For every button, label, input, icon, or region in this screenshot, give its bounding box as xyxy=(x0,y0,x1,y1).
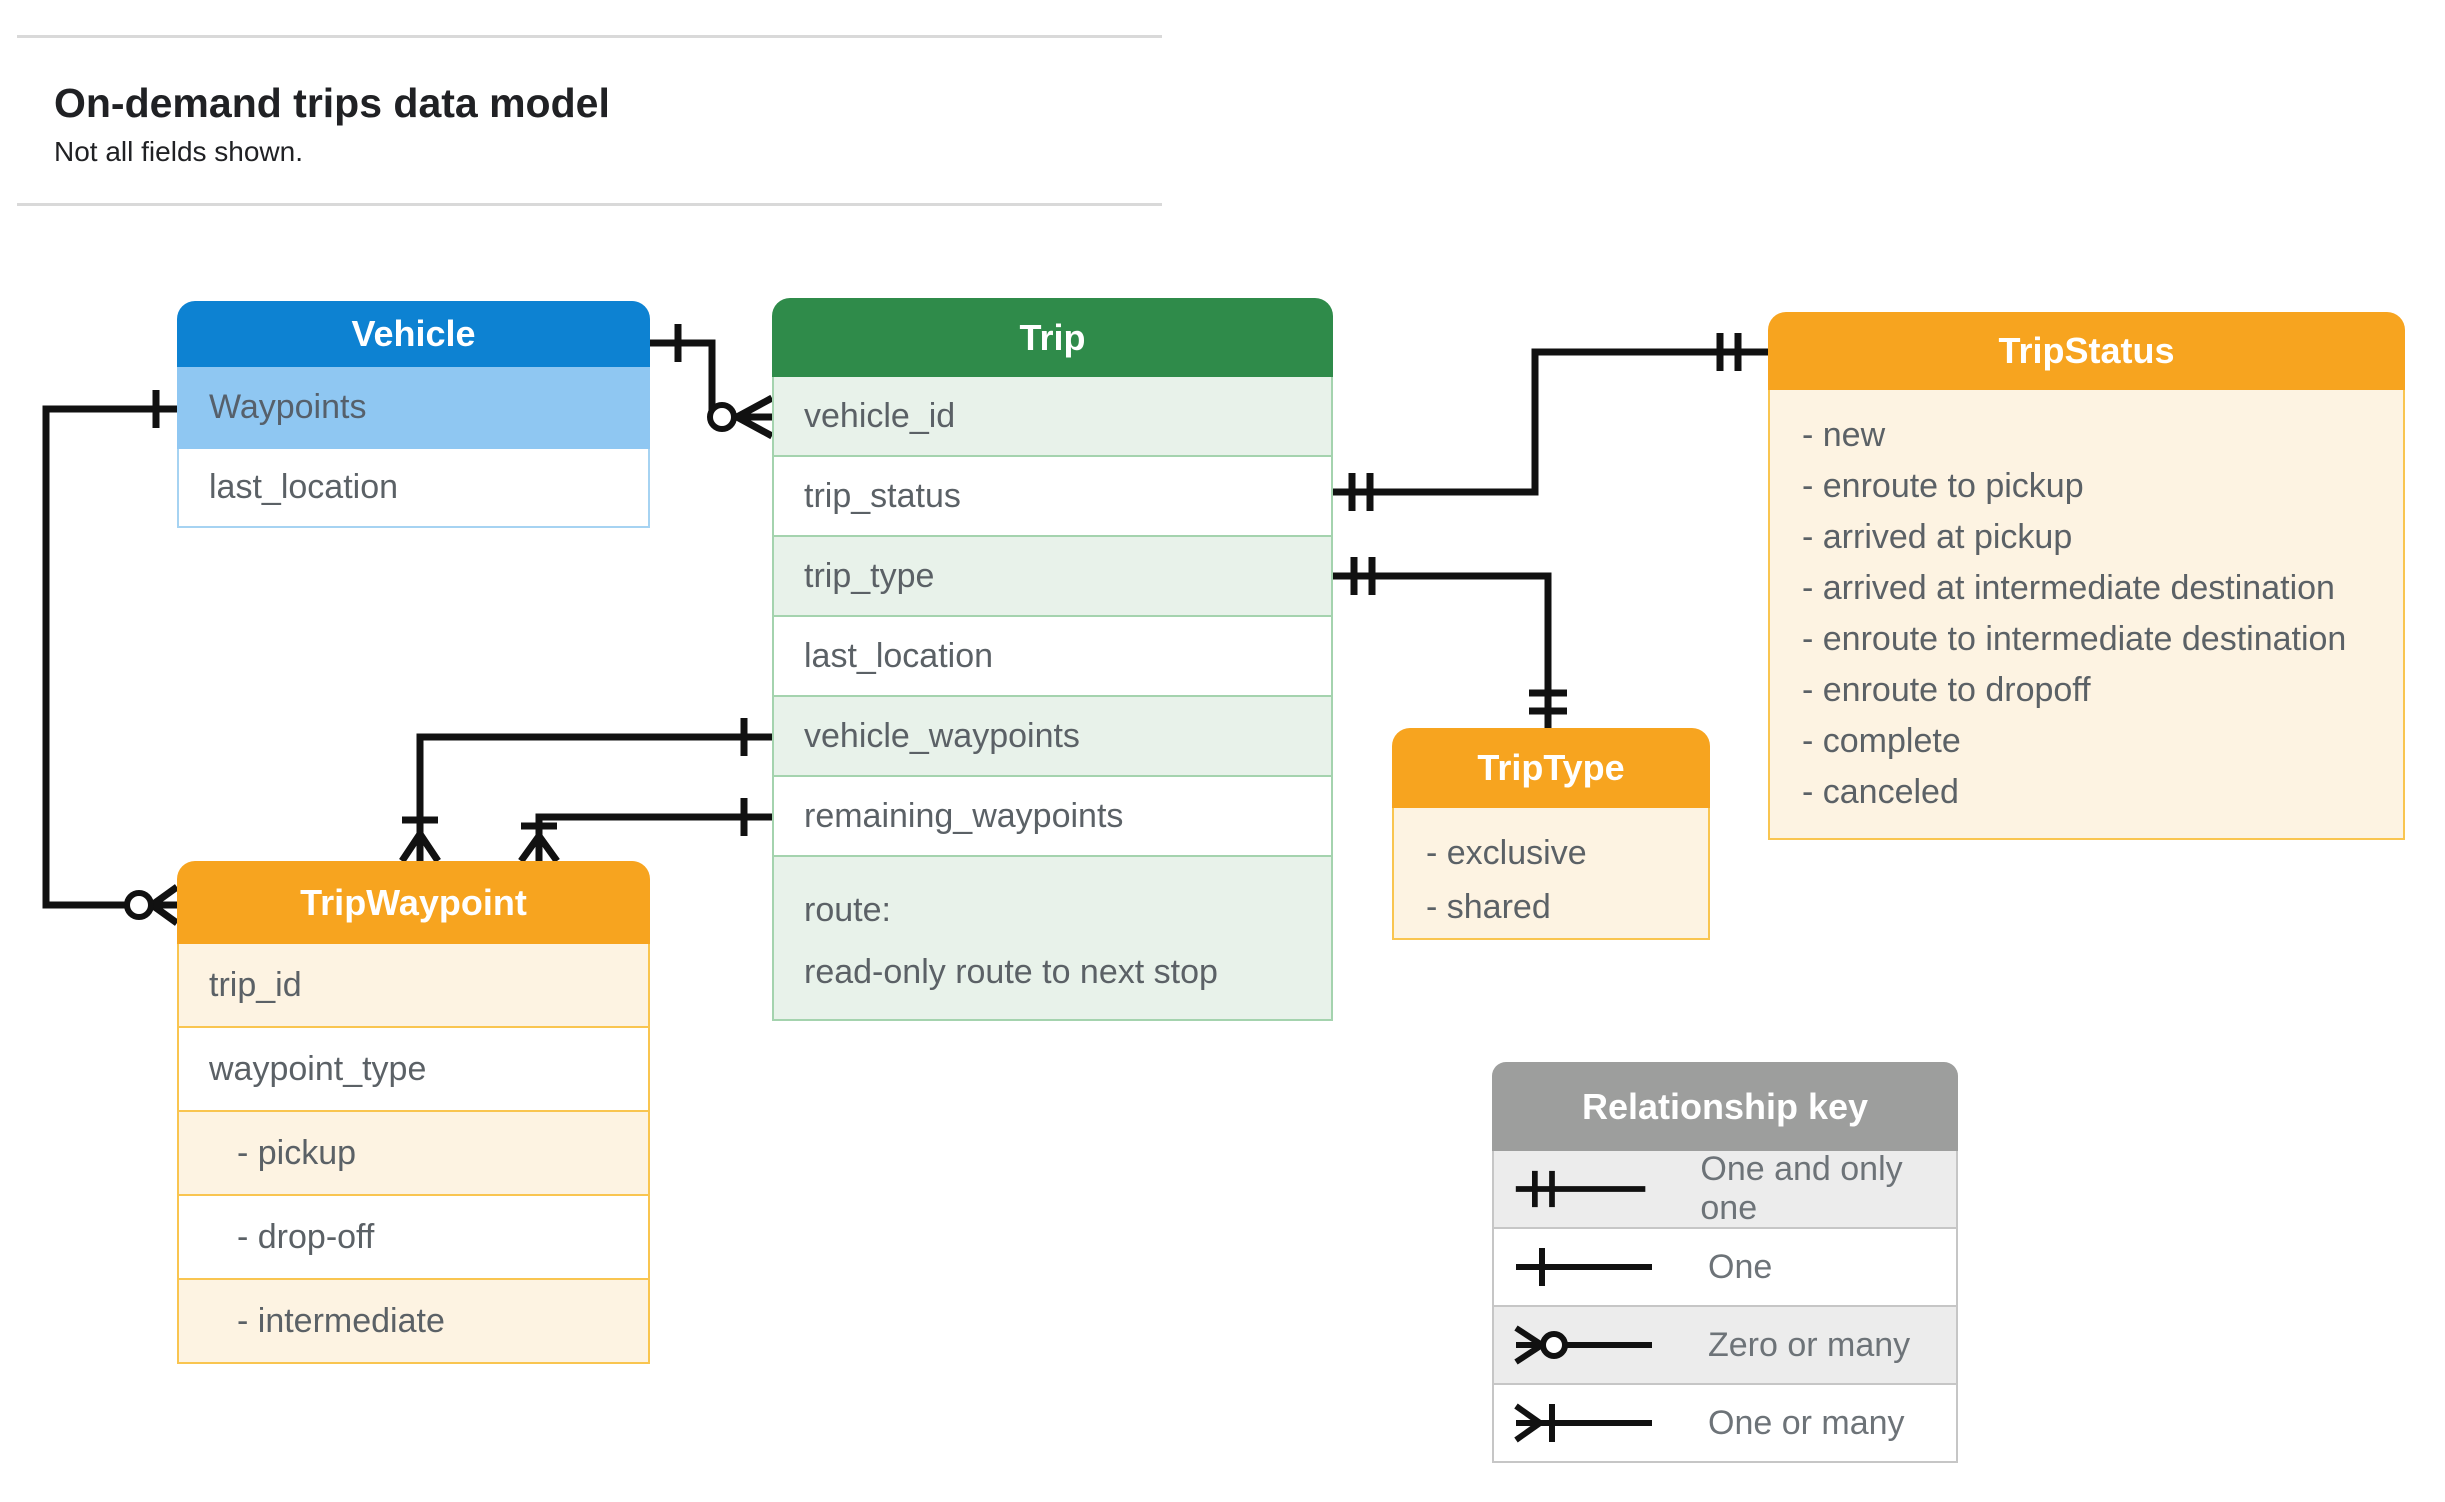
legend-label: One or many xyxy=(1708,1403,1905,1442)
connector-trip-tripwaypoint-vehicle-waypoints xyxy=(399,718,772,863)
crow-foot-icon xyxy=(399,832,441,863)
enum-value: - arrived at intermediate destination xyxy=(1802,569,2335,607)
field-remaining-waypoints: remaining_waypoints xyxy=(772,777,1333,857)
header-divider xyxy=(17,203,1162,206)
tripstatus-values: - new - enroute to pickup - arrived at p… xyxy=(1768,390,2405,840)
entity-tripstatus-header: TripStatus xyxy=(1768,312,2405,390)
entity-trip-header: Trip xyxy=(772,298,1333,377)
enum-value: - exclusive xyxy=(1426,834,1587,872)
connector-vehicle-trip xyxy=(650,324,774,440)
legend-label: One and only one xyxy=(1700,1150,1903,1227)
entity-triptype: TripType - exclusive - shared xyxy=(1392,728,1710,940)
connector-line xyxy=(42,405,177,909)
enum-value: - new xyxy=(1802,416,1886,454)
one-and-only-one-icon xyxy=(1515,1170,1646,1208)
field-last-location: last_location xyxy=(177,449,650,528)
entity-title: TripStatus xyxy=(1998,330,2175,371)
connector-trip-triptype xyxy=(1333,557,1567,728)
field-last-location: last_location xyxy=(772,617,1333,697)
triptype-values: - exclusive - shared xyxy=(1392,808,1710,940)
connector-line xyxy=(1333,348,1768,496)
entity-triptype-header: TripType xyxy=(1392,728,1710,808)
enum-value-drop-off: - drop-off xyxy=(177,1196,650,1280)
connector-vehicle-tripwaypoint xyxy=(42,390,180,926)
field-vehicle-waypoints: vehicle_waypoints xyxy=(772,697,1333,777)
relationship-key: Relationship key One and only one One Ze… xyxy=(1492,1062,1958,1463)
legend-row-one: One xyxy=(1492,1229,1958,1307)
connector-trip-tripstatus xyxy=(1333,333,1768,511)
entity-vehicle: Vehicle Waypoints last_location xyxy=(177,301,650,528)
entity-title: Trip xyxy=(1019,316,1086,358)
entity-title: Vehicle xyxy=(351,313,476,354)
field-vehicle-id: vehicle_id xyxy=(772,377,1333,457)
enum-value-intermediate: - intermediate xyxy=(177,1280,650,1364)
zero-or-many-icon xyxy=(1514,1325,1652,1365)
enum-value: - arrived at pickup xyxy=(1802,518,2073,556)
legend-label: Zero or many xyxy=(1708,1325,1911,1364)
field-route-description: read-only route to next stop xyxy=(804,953,1218,991)
legend-row-zero-or-many: Zero or many xyxy=(1492,1307,1958,1385)
entity-title: TripWaypoint xyxy=(300,881,527,923)
legend-label: One xyxy=(1708,1247,1773,1286)
field-route-name: route: xyxy=(804,891,891,929)
connector-trip-tripwaypoint-remaining-waypoints xyxy=(518,798,772,864)
entity-trip: Trip vehicle_id trip_status trip_type la… xyxy=(772,298,1333,1021)
crow-foot-icon xyxy=(149,884,180,926)
enum-value: - enroute to pickup xyxy=(1802,467,2084,505)
enum-value: - enroute to dropoff xyxy=(1802,671,2091,709)
zero-circle-icon xyxy=(707,402,737,432)
top-divider xyxy=(17,35,1162,38)
enum-value-pickup: - pickup xyxy=(177,1112,650,1196)
page-subtitle: Not all fields shown. xyxy=(54,136,304,167)
entity-tripstatus: TripStatus - new - enroute to pickup - a… xyxy=(1768,312,2405,840)
entity-vehicle-header: Vehicle xyxy=(177,301,650,367)
field-waypoints: Waypoints xyxy=(177,367,650,449)
one-icon xyxy=(1516,1248,1652,1286)
relationship-key-header: Relationship key xyxy=(1492,1062,1958,1151)
enum-value: - shared xyxy=(1426,888,1551,926)
crow-foot-icon xyxy=(518,833,560,864)
entity-tripwaypoint-header: TripWaypoint xyxy=(177,861,650,944)
enum-value: - enroute to intermediate destination xyxy=(1802,620,2347,658)
page-title: On-demand trips data model xyxy=(54,80,610,126)
one-or-many-icon xyxy=(1514,1403,1652,1443)
legend-row-one-and-only-one: One and only one xyxy=(1492,1150,1958,1229)
enum-value: - canceled xyxy=(1802,773,1959,811)
connector-line xyxy=(535,813,772,838)
enum-value: - complete xyxy=(1802,722,1961,760)
field-route: route: read-only route to next stop xyxy=(772,857,1333,1021)
field-trip-status: trip_status xyxy=(772,457,1333,537)
connector-line xyxy=(416,733,772,838)
entity-title: TripType xyxy=(1477,747,1625,788)
field-waypoint-type: waypoint_type xyxy=(177,1028,650,1112)
field-trip-id: trip_id xyxy=(177,944,650,1028)
entity-tripwaypoint: TripWaypoint trip_id waypoint_type - pic… xyxy=(177,861,650,1364)
connector-line xyxy=(1333,572,1552,728)
field-trip-type: trip_type xyxy=(772,537,1333,617)
legend-row-one-or-many: One or many xyxy=(1492,1385,1958,1463)
zero-circle-icon xyxy=(124,890,154,920)
crow-foot-icon xyxy=(735,394,774,440)
